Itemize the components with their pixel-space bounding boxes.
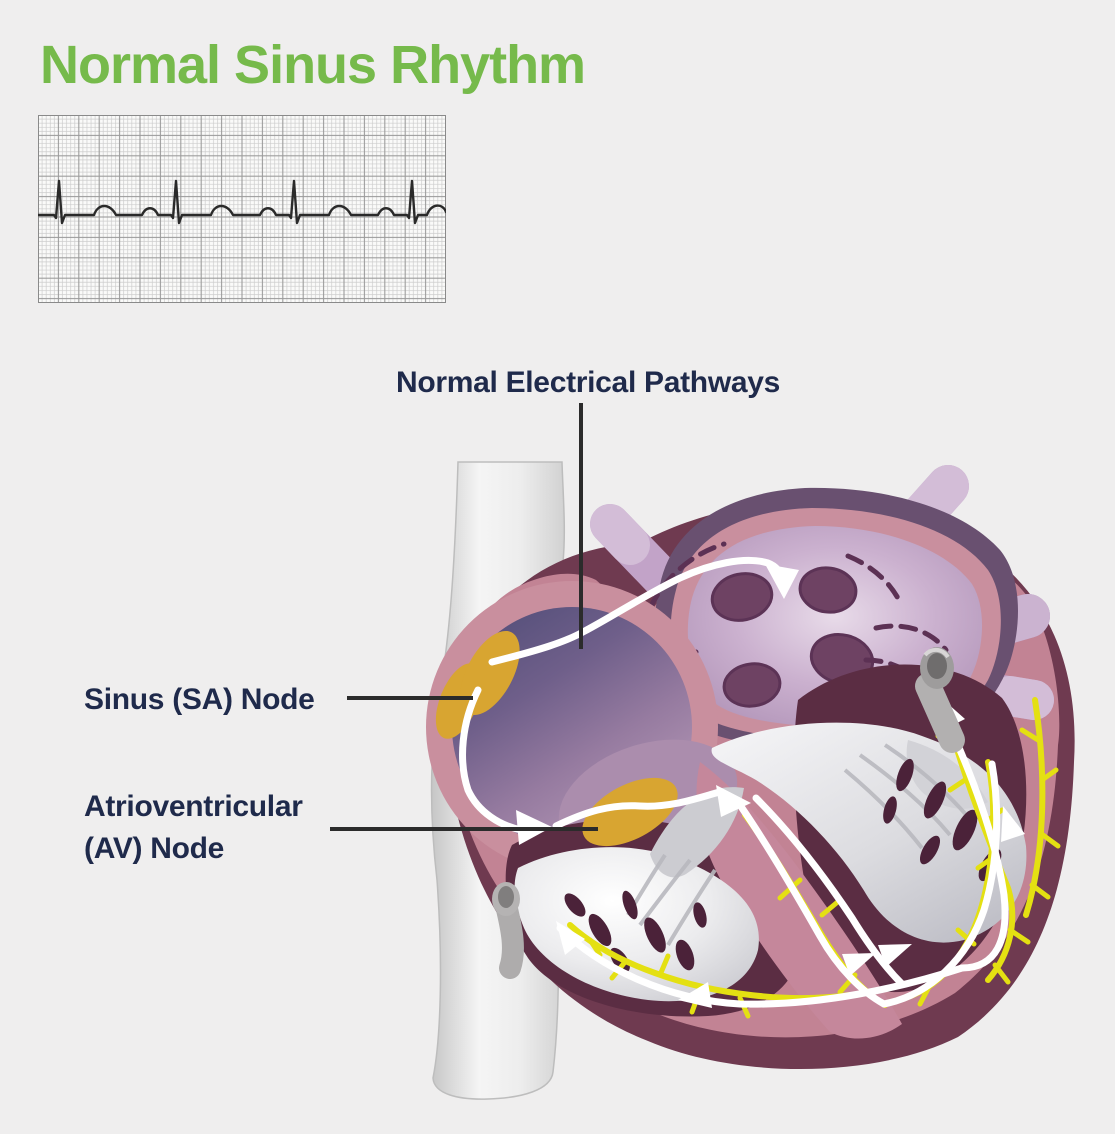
apex-bottom-line [556,924,966,1008]
ecg-grid [39,116,445,302]
pointer-line-sa-node [347,696,473,700]
pointer-line-av-node [330,827,598,831]
ecg-graphic [36,114,448,304]
left-bundle-branch [738,804,888,1008]
tricuspid-chordae-region [514,847,759,1002]
label-normal-electrical-pathways-text: Normal Electrical Pathways [395,366,781,399]
label-av-node: Atrioventricular (AV) Node [84,786,303,870]
ecg-trace [36,179,448,225]
atrioventricular-av-node [582,777,678,847]
label-av-node-line1: Atrioventricular [84,790,303,823]
pointer-line-pathways [579,403,583,649]
mitral-leaflet [906,740,988,809]
internodal-to-left-atrium [488,557,786,666]
page-title: Normal Sinus Rhythm [40,35,586,95]
lateral-wall-outer [936,702,1009,972]
label-sa-node: Sinus (SA) Node [84,679,315,721]
to-av-node [552,788,724,830]
right-bundle-branch [752,794,906,988]
ecg-strip [36,114,448,304]
conduction-pathway [459,557,1025,1008]
label-normal-electrical-pathways: Normal Electrical Pathways [338,362,838,404]
cut-vessels [492,647,965,979]
lateral-wall-inner [880,760,1001,1008]
internodal-descending [459,686,526,834]
label-av-node-line2: (AV) Node [84,832,225,865]
label-sa-node-text: Sinus (SA) Node [84,683,315,716]
chordae-tendineae [626,743,977,947]
